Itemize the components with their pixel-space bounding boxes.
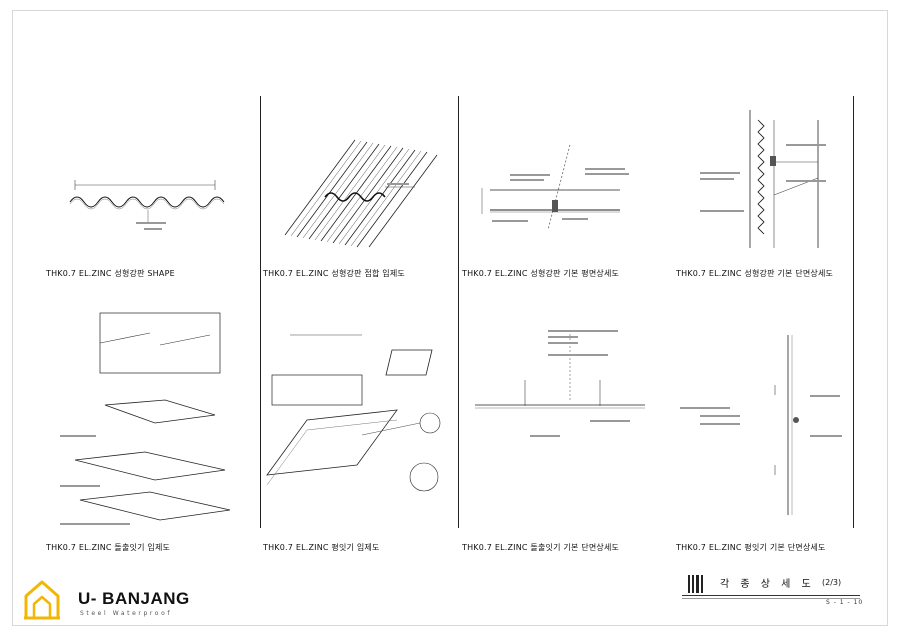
drawing-panel-standing-seam-isometric [60, 305, 250, 530]
title-block-rule-thin [682, 598, 860, 599]
caption-standing-seam-section: THK0.7 EL.ZINC 돌출잇기 기본 단면상세도 [462, 543, 620, 552]
drawing-panel-plan-detail [470, 140, 650, 250]
drawing-sheet [12, 10, 888, 626]
column-divider-1 [260, 96, 261, 528]
drawing-panel-joint-isometric [275, 125, 445, 250]
house-logo-icon [24, 580, 60, 620]
caption-plan-detail: THK0.7 EL.ZINC 성형강판 기본 평면상세도 [462, 269, 620, 278]
caption-joint-isometric: THK0.7 EL.ZINC 성형강판 접합 입제도 [263, 269, 405, 278]
caption-shape: THK0.7 EL.ZINC 성형강판 SHAPE [46, 269, 175, 278]
standing-seam-section-drawing [475, 330, 645, 437]
corrugated-profile-drawing [69, 180, 225, 230]
drawing-panel-section-detail [690, 100, 840, 250]
column-divider-3 [853, 96, 854, 528]
drawing-panel-flat-seam-isometric [262, 325, 452, 495]
drawing-panel-shape [40, 140, 250, 250]
isometric-sheet-drawing [284, 139, 438, 248]
sheet-title: 각 종 상 세 도 [720, 579, 815, 590]
flat-seam-section-drawing [680, 335, 842, 515]
caption-standing-seam-isometric: THK0.7 EL.ZINC 돌출잇기 입제도 [46, 543, 171, 552]
drawing-panel-flat-seam-section [670, 335, 850, 515]
title-block-rule [682, 595, 860, 596]
brand-tagline: Steel Waterproof [80, 610, 173, 617]
column-divider-2 [458, 96, 459, 528]
standing-seam-drawing [60, 312, 231, 525]
caption-flat-seam-section: THK0.7 EL.ZINC 평잇기 기본 단면상세도 [676, 543, 826, 552]
section-detail-drawing [700, 110, 826, 248]
brand-name: U- BANJANG [78, 589, 190, 608]
sheet-code: S - 1 - 10 [826, 599, 864, 606]
sheet-number: (2/3) [822, 578, 842, 587]
caption-flat-seam-isometric: THK0.7 EL.ZINC 평잇기 입제도 [263, 543, 380, 552]
drawing-panel-standing-seam-section [470, 320, 650, 460]
title-block-bars [688, 575, 708, 593]
caption-section-detail: THK0.7 EL.ZINC 성형강판 기본 단면상세도 [676, 269, 834, 278]
flat-seam-drawing [266, 334, 441, 492]
plan-detail-drawing [481, 144, 629, 231]
